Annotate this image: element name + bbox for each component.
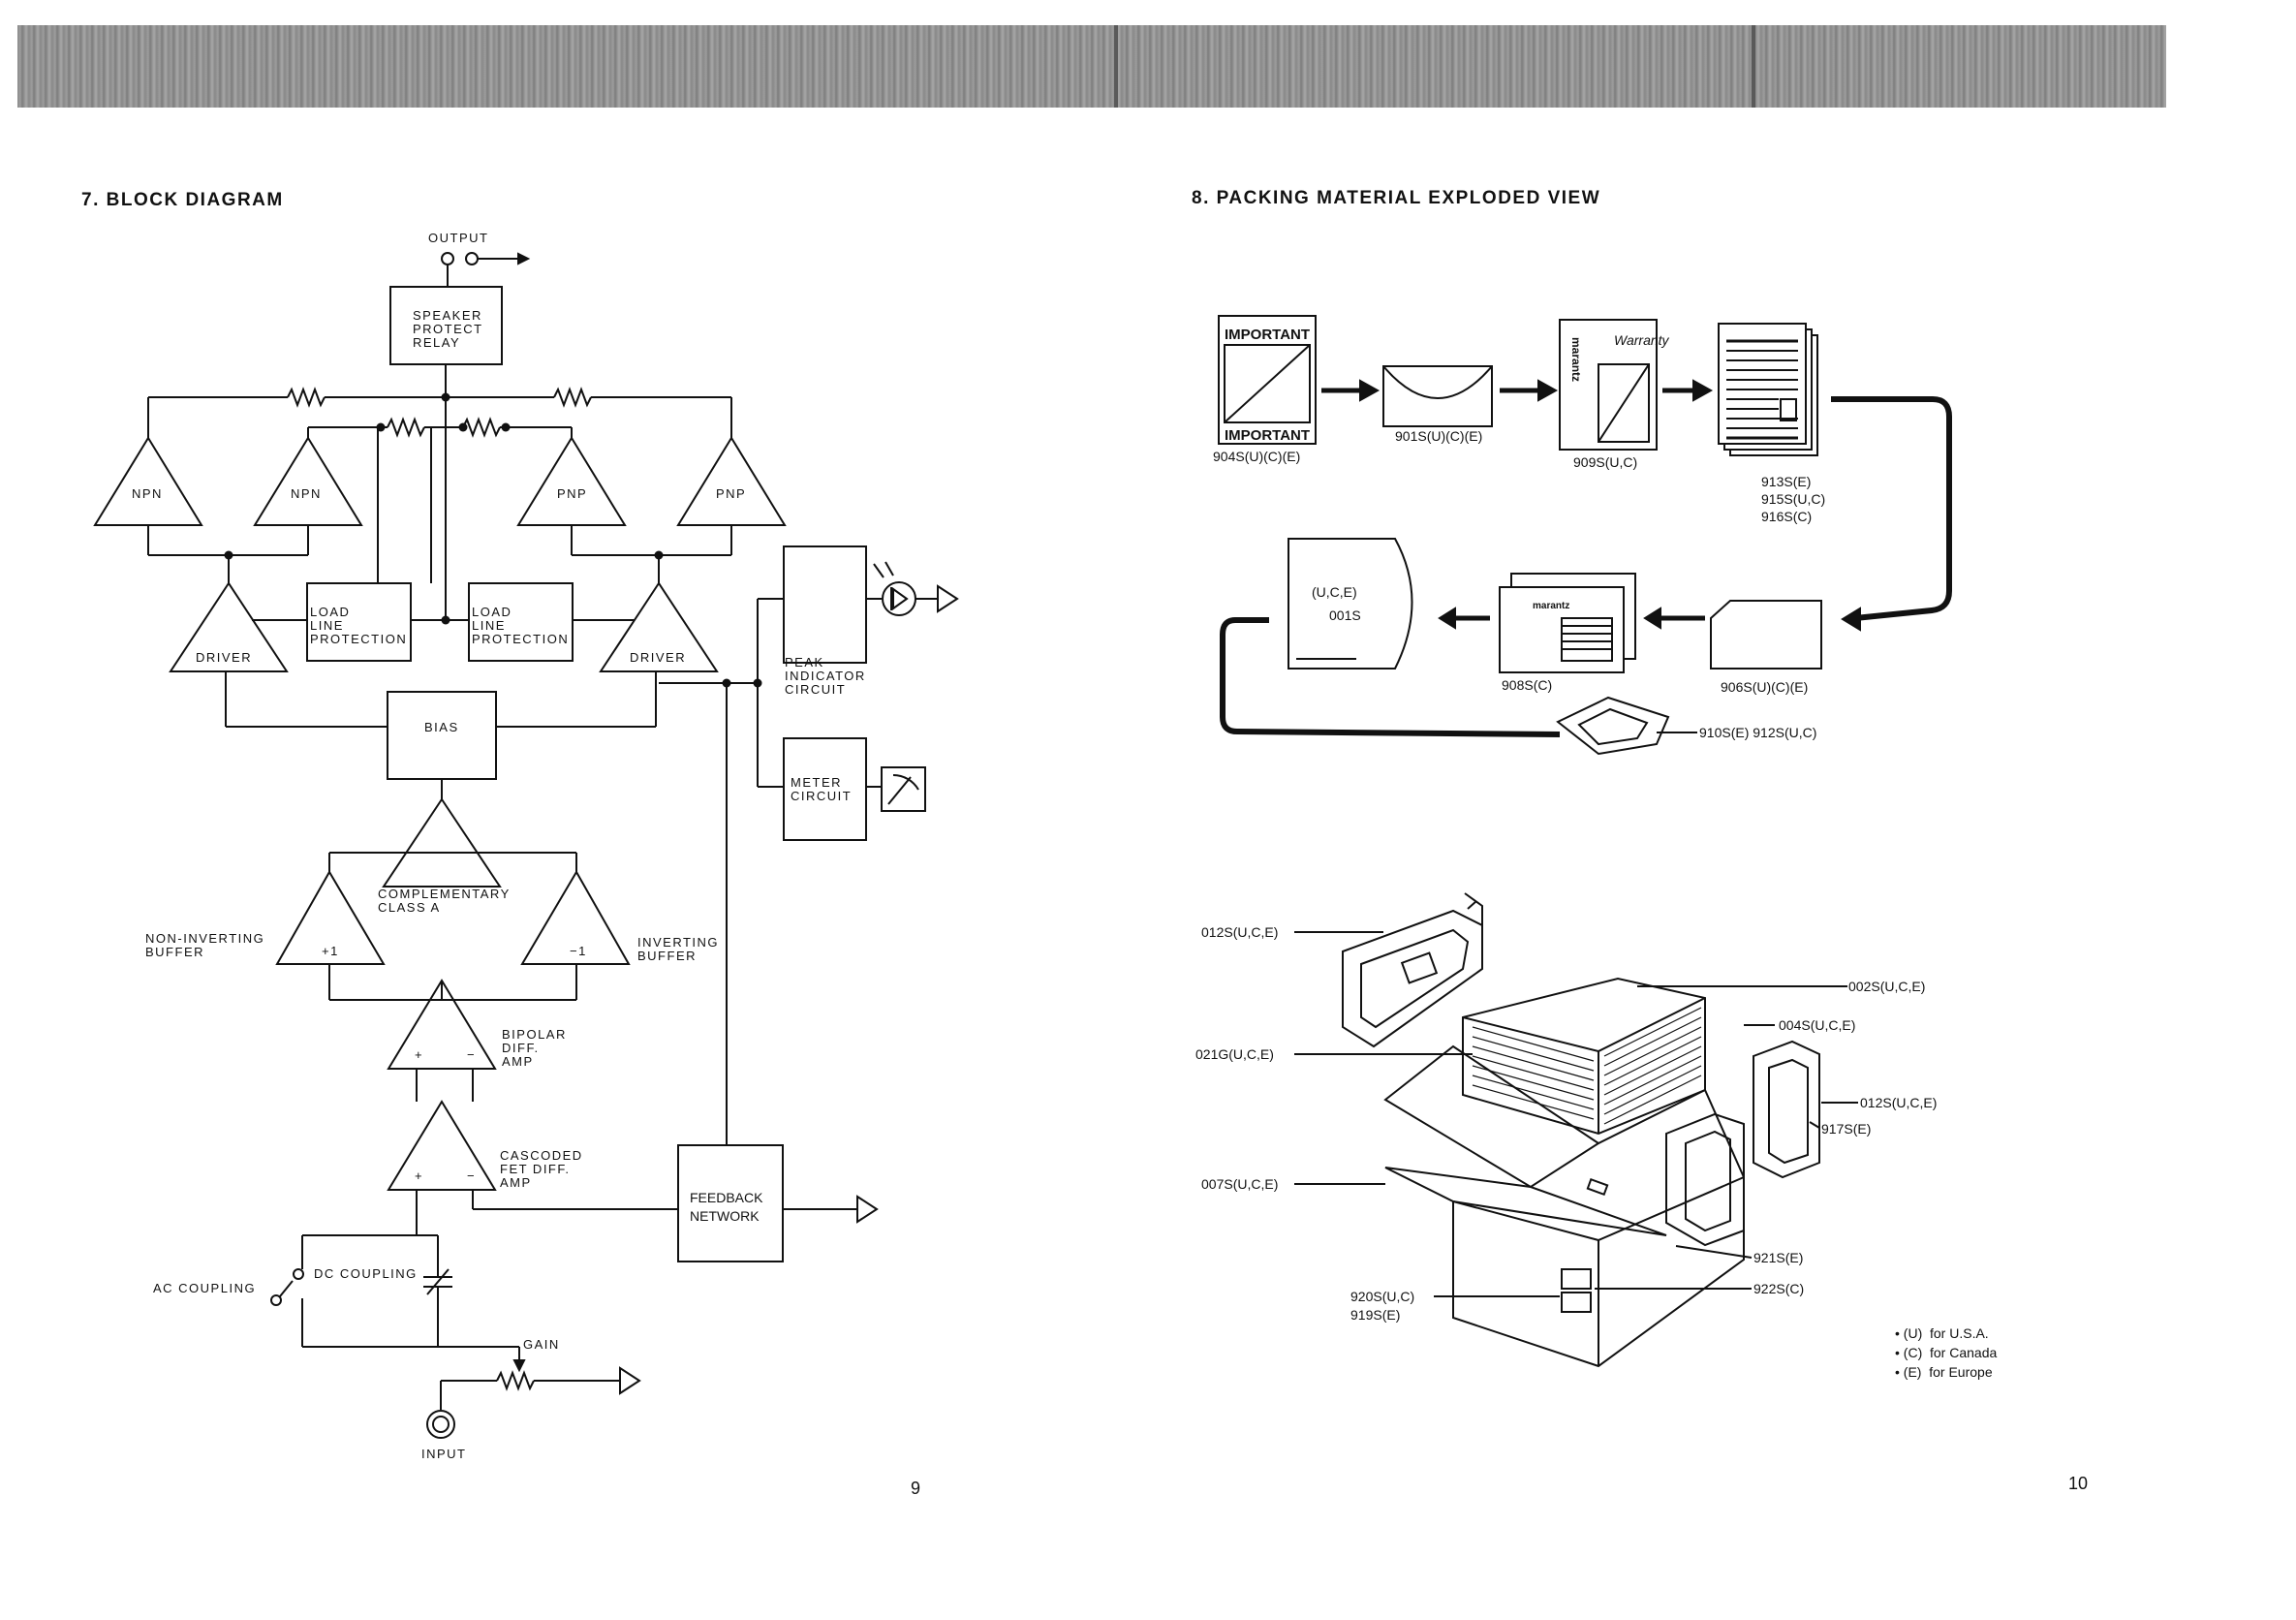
part-919-label: 919S(E) <box>1350 1307 1400 1323</box>
part-012-right-label: 012S(U,C,E) <box>1860 1095 1937 1110</box>
peak-label-1: PEAK <box>785 655 824 670</box>
inverting-label-1: INVERTING <box>637 935 719 950</box>
meter-label-1: METER <box>791 775 842 790</box>
minus-label: − <box>467 1168 476 1183</box>
part-913-label: 913S(E) <box>1761 474 1811 489</box>
part-916-label: 916S(C) <box>1761 509 1812 524</box>
part-906-label: 906S(U)(C)(E) <box>1721 679 1808 695</box>
load-line-label-3: PROTECTION <box>472 632 569 646</box>
warranty-script: Warranty <box>1614 332 1670 348</box>
legend-usa: • (U) for U.S.A. <box>1895 1325 1989 1341</box>
pnp-label: PNP <box>557 486 587 501</box>
legend-canada: • (C) for Canada <box>1895 1345 1998 1360</box>
plus-one-label: +1 <box>322 944 339 958</box>
npn-label: NPN <box>132 486 163 501</box>
relay-label-1: SPEAKER <box>413 308 482 323</box>
block-diagram-heading: 7. BLOCK DIAGRAM <box>81 190 284 210</box>
input-label: INPUT <box>421 1447 467 1461</box>
gain-label: GAIN <box>523 1337 560 1352</box>
band-seam <box>1752 25 1755 108</box>
page-number-right: 10 <box>2068 1474 2089 1493</box>
relay-label-3: RELAY <box>413 335 460 350</box>
part-002-label: 002S(U,C,E) <box>1848 979 1925 994</box>
plus-label: + <box>415 1047 423 1062</box>
page-number-left: 9 <box>911 1479 921 1498</box>
load-line-label-2: LINE <box>310 618 344 633</box>
part-901-label: 901S(U)(C)(E) <box>1395 428 1482 444</box>
part-004-label: 004S(U,C,E) <box>1779 1017 1855 1033</box>
feedback-label-2: NETWORK <box>690 1208 760 1224</box>
part-917-label: 917S(E) <box>1821 1121 1871 1137</box>
bag-region-label: (U,C,E) <box>1312 584 1357 600</box>
complementary-label-1: COMPLEMENTARY <box>378 887 511 901</box>
relay-label-2: PROTECT <box>413 322 483 336</box>
cascoded-label-3: AMP <box>500 1175 532 1190</box>
brand-vertical: marantz <box>1569 337 1583 382</box>
part-922-label: 922S(C) <box>1753 1281 1804 1296</box>
scanned-header-band <box>17 25 2166 108</box>
load-line-label-1: LOAD <box>310 605 350 619</box>
bias-label: BIAS <box>424 720 459 734</box>
part-021-label: 021G(U,C,E) <box>1195 1046 1274 1062</box>
bipolar-label-3: AMP <box>502 1054 534 1069</box>
important-label-bottom: IMPORTANT <box>1225 427 1310 444</box>
part-920-label: 920S(U,C) <box>1350 1289 1414 1304</box>
output-label: OUTPUT <box>428 231 488 245</box>
part-904-label: 904S(U)(C)(E) <box>1213 449 1300 464</box>
load-line-label-2: LINE <box>472 618 506 633</box>
npn-label: NPN <box>291 486 322 501</box>
part-909-label: 909S(U,C) <box>1573 454 1637 470</box>
legend-europe: • (E) for Europe <box>1895 1364 1993 1380</box>
driver-label: DRIVER <box>630 650 686 665</box>
complementary-label-2: CLASS A <box>378 900 441 915</box>
load-line-label-3: PROTECTION <box>310 632 407 646</box>
minus-label: − <box>467 1047 476 1062</box>
packing-heading: 8. PACKING MATERIAL EXPLODED VIEW <box>1192 188 1601 208</box>
peak-label-2: INDICATOR <box>785 669 866 683</box>
cascoded-label-2: FET DIFF. <box>500 1162 570 1176</box>
non-inverting-label-2: BUFFER <box>145 945 204 959</box>
region-legend: • (U) for U.S.A. • (C) for Canada • (E) … <box>1895 1324 1997 1382</box>
part-012-left-label: 012S(U,C,E) <box>1201 924 1278 940</box>
part-007-label: 007S(U,C,E) <box>1201 1176 1278 1192</box>
plus-label: + <box>415 1168 423 1183</box>
part-915-label: 915S(U,C) <box>1761 491 1825 507</box>
part-908-label: 908S(C) <box>1502 677 1552 693</box>
feedback-label-1: FEEDBACK <box>690 1190 763 1205</box>
bipolar-label-1: BIPOLAR <box>502 1027 567 1042</box>
meter-label-2: CIRCUIT <box>791 789 852 803</box>
bipolar-label-2: DIFF. <box>502 1041 540 1055</box>
dc-coupling-label: DC COUPLING <box>314 1266 418 1281</box>
part-910-912-label: 910S(E) 912S(U,C) <box>1699 725 1816 740</box>
cascoded-label-1: CASCODED <box>500 1148 583 1163</box>
bag-part-label: 001S <box>1329 608 1361 623</box>
important-label-top: IMPORTANT <box>1225 327 1310 343</box>
part-921-label: 921S(E) <box>1753 1250 1803 1265</box>
ac-coupling-label: AC COUPLING <box>153 1281 256 1295</box>
brand-card: marantz <box>1533 601 1569 611</box>
peak-label-3: CIRCUIT <box>785 682 846 697</box>
driver-label: DRIVER <box>196 650 252 665</box>
minus-one-label: −1 <box>570 944 587 958</box>
band-seam <box>1114 25 1118 108</box>
non-inverting-label-1: NON-INVERTING <box>145 931 264 946</box>
load-line-label-1: LOAD <box>472 605 512 619</box>
inverting-label-2: BUFFER <box>637 949 697 963</box>
pnp-label: PNP <box>716 486 746 501</box>
